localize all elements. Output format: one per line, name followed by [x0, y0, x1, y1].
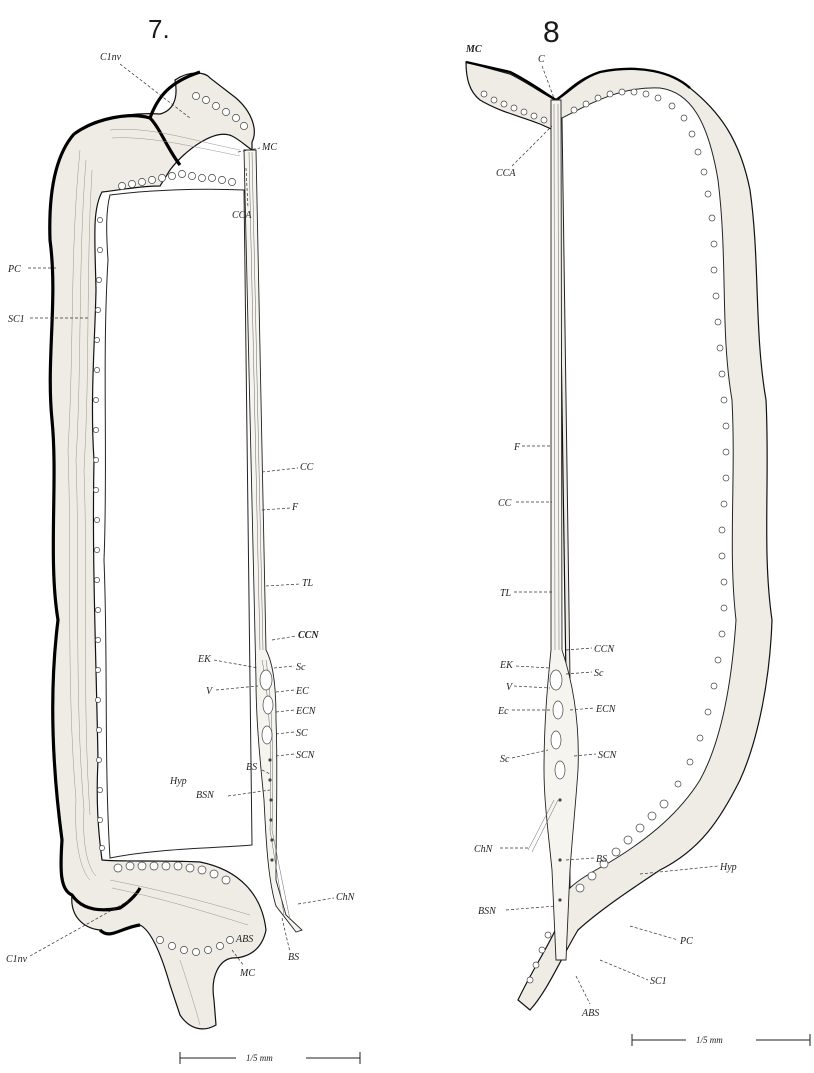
fig7-label-c1nv-top: C1nv	[100, 52, 122, 63]
fig7-label-ec: EC	[295, 686, 309, 697]
fig8-label-chn: ChN	[474, 844, 494, 855]
fig8-label-scn: SCN	[598, 750, 618, 761]
fig8-label-cca: CCA	[496, 168, 516, 179]
fig8-label-ecn: ECN	[595, 704, 617, 715]
fig7-scale-bar: 1/5 mm	[180, 1048, 360, 1064]
fig8-label-bs: BS	[596, 854, 607, 865]
fig8-scale-bar: 1/5 mm	[632, 1030, 810, 1046]
fig7-label-bs: BS	[246, 762, 257, 773]
fig7-label-abs: ABS	[235, 934, 253, 945]
fig8-label-cc: CC	[498, 498, 512, 509]
fig7-label-sc-small: Sc	[296, 662, 306, 673]
fig8-label-tl: TL	[500, 588, 512, 599]
fig8-label-ek: EK	[499, 660, 514, 671]
fig7-label-c1nv-bottom: C1nv	[6, 954, 28, 965]
fig7-label-f: F	[291, 502, 299, 513]
fig7-label-sc: SC	[296, 728, 308, 739]
fig7-label-cca: CCA	[232, 210, 252, 221]
figure-7: 7.	[6, 14, 360, 1064]
fig8-label-bsn: BSN	[478, 906, 497, 917]
fig7-scale-text: 1/5 mm	[246, 1053, 273, 1063]
fig8-label-ccn: CCN	[594, 644, 615, 655]
figure-7-number: 7.	[148, 14, 170, 44]
fig7-label-ecn: ECN	[295, 706, 317, 717]
fig7-label-sc1: SC1	[8, 314, 25, 325]
fig7-label-mc-top: MC	[261, 142, 277, 153]
fig7-label-tl: TL	[302, 578, 314, 589]
fig8-label-sc1: SC1	[650, 976, 667, 987]
fig7-cavity	[104, 189, 252, 858]
fig8-label-f: F	[513, 442, 521, 453]
fig8-scale-text: 1/5 mm	[696, 1035, 723, 1045]
fig7-label-pc: PC	[7, 264, 21, 275]
fig7-label-scn: SCN	[296, 750, 316, 761]
fig7-label-bsn: BSN	[196, 790, 215, 801]
fig7-label-ek: EK	[197, 654, 212, 665]
fig8-label-c: C	[538, 54, 545, 65]
fig7-label-ccn: CCN	[298, 630, 319, 641]
fig8-label-v: V	[506, 682, 514, 693]
fig8-label-ec-left: Ec	[497, 706, 509, 717]
fig7-label-mc-bottom: MC	[239, 968, 255, 979]
fig7-label-chn: ChN	[336, 892, 356, 903]
fig8-label-hyp: Hyp	[719, 862, 737, 873]
fig7-label-hyp: Hyp	[169, 776, 187, 787]
fig8-label-sc-small: Sc	[594, 668, 604, 679]
fig8-label-sc-left: Sc	[500, 754, 510, 765]
fig7-sensory-rod	[244, 150, 302, 932]
fig7-label-cc: CC	[300, 462, 314, 473]
fig8-label-pc: PC	[679, 936, 693, 947]
fig7-label-bs-bottom: BS	[288, 952, 299, 963]
figure-8-number: 8	[543, 16, 560, 49]
fig8-label-abs: ABS	[581, 1008, 599, 1019]
fig8-label-mc: MC	[465, 44, 482, 55]
figure-8: 8	[465, 16, 810, 1046]
